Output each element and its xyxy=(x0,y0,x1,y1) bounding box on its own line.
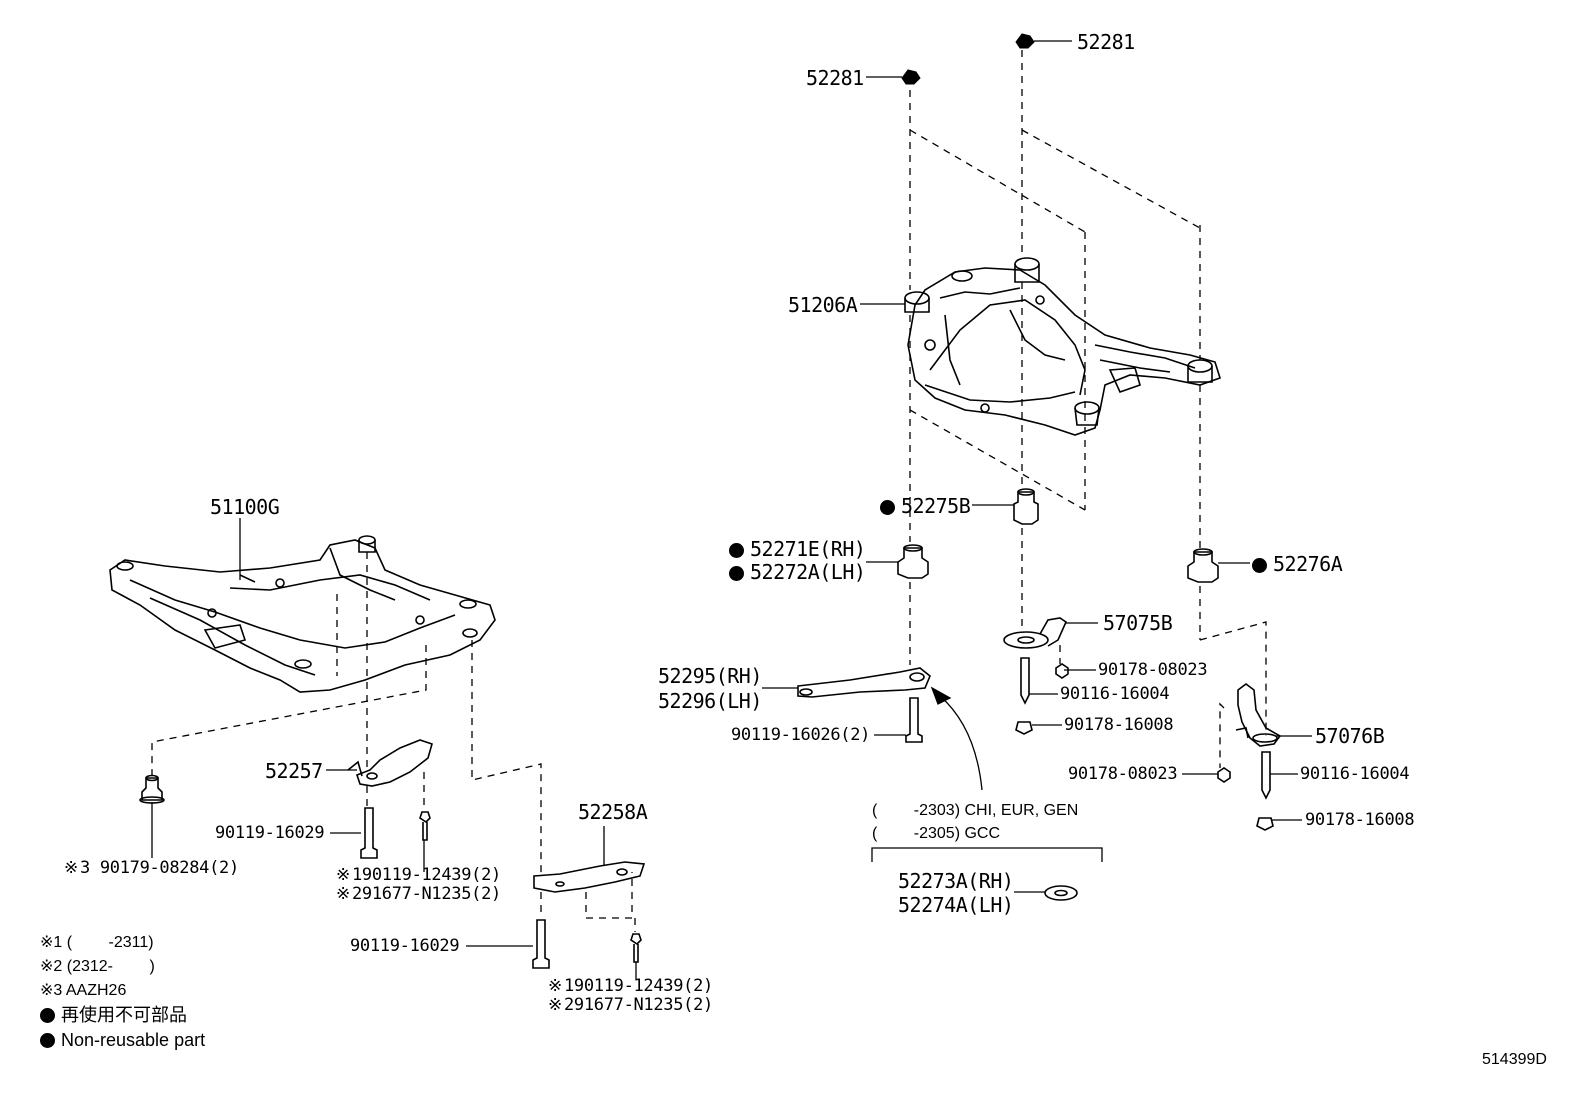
part-label-51100g: 51100G xyxy=(210,495,280,519)
part-label-52281-top: 52281 xyxy=(1077,30,1135,54)
reference-mark: ※ xyxy=(548,995,562,1015)
part-label-51206a: 51206A xyxy=(788,293,858,317)
part-number: 90179-08284(2) xyxy=(99,858,239,878)
bolt-90119-16029-b xyxy=(532,919,550,969)
part-label-52257: 52257 xyxy=(265,759,323,783)
nut-90178-08023-a xyxy=(1055,663,1069,679)
reference-number: 2 xyxy=(563,995,574,1015)
part-number: 90119-12439(2) xyxy=(361,865,501,885)
cushion-52271e xyxy=(897,544,929,579)
part-label-90119-16029-a: 90119-16029 xyxy=(215,823,325,843)
part-label-57075b: 57075B xyxy=(1103,611,1173,635)
nut-90178-16008-b xyxy=(1256,817,1274,831)
dashed-lines xyxy=(151,50,1267,932)
legend-text-en: Non-reusable part xyxy=(61,1030,206,1050)
part-label-90178-16008-a: 90178-16008 xyxy=(1064,715,1174,735)
reference-mark: ※ xyxy=(548,976,562,996)
part-number: 52272A(LH) xyxy=(750,560,866,584)
part-label-52281-left: 52281 xyxy=(806,66,864,90)
non-reusable-mark xyxy=(880,500,895,515)
diagram-id: 514399D xyxy=(1482,1051,1547,1068)
rear-subframe-drawing xyxy=(904,257,1221,436)
part-label-91677-n1235-a: ※291677-N1235(2) xyxy=(336,884,501,904)
applicability-line-2: ( -2305) GCC xyxy=(872,825,1001,842)
part-label-52272a: 52272A(LH) xyxy=(729,560,866,584)
reference-mark: ※ xyxy=(336,884,350,904)
part-label-90119-16029-b: 90119-16029 xyxy=(350,936,460,956)
reference-mark: ※ xyxy=(64,858,78,878)
bolt-90119-16029-a xyxy=(360,807,378,859)
footnote-2: ※2 (2312- ) xyxy=(40,958,155,975)
legend-non-reusable-jp: 再使用不可部品 xyxy=(40,1004,187,1026)
non-reusable-mark xyxy=(729,543,744,558)
bolt-90116-a xyxy=(1020,657,1030,705)
front-subframe-drawing xyxy=(109,535,496,693)
part-label-52258a: 52258A xyxy=(578,800,648,824)
stopper-52281-top xyxy=(1015,33,1035,49)
non-reusable-mark xyxy=(1252,558,1267,573)
legend-non-reusable-en: Non-reusable part xyxy=(40,1029,205,1051)
legend-text-jp: 再使用不可部品 xyxy=(61,1005,187,1025)
part-label-90178-16008-b: 90178-16008 xyxy=(1305,810,1415,830)
part-number: 91677-N1235(2) xyxy=(361,884,501,904)
retainer-57076b xyxy=(1235,683,1282,747)
bracket-52258a xyxy=(533,861,646,893)
part-label-52295: 52295(RH) xyxy=(658,664,762,688)
footnote-1: ※1 ( -2311) xyxy=(40,934,154,951)
reference-number: 3 xyxy=(79,858,90,878)
part-label-52274a: 52274A(LH) xyxy=(898,893,1014,917)
part-number: 90119-12439(2) xyxy=(573,976,713,996)
legend-dot xyxy=(40,1008,55,1023)
part-number: 52276A xyxy=(1273,552,1343,576)
part-label-52273a: 52273A(RH) xyxy=(898,869,1014,893)
part-label-90116-16004-a: 90116-16004 xyxy=(1060,684,1170,704)
part-label-90178-08023-a: 90178-08023 xyxy=(1098,660,1208,680)
part-label-90119-16026: 90119-16026(2) xyxy=(731,725,871,745)
reference-number: 2 xyxy=(351,884,362,904)
part-number: 52271E(RH) xyxy=(750,537,866,561)
reference-number: 1 xyxy=(351,865,362,885)
part-number: 52275B xyxy=(901,494,971,518)
leader-lines xyxy=(151,40,1312,980)
clip-90179-08284 xyxy=(139,774,165,804)
cushion-52275b xyxy=(1013,488,1039,525)
nut-90178-16008-a xyxy=(1015,721,1033,735)
part-label-52275b: 52275B xyxy=(880,494,971,518)
part-label-52296: 52296(LH) xyxy=(658,689,762,713)
stopper-52281-left xyxy=(901,69,921,85)
part-label-91677-n1235-b: ※291677-N1235(2) xyxy=(548,995,713,1015)
non-reusable-mark xyxy=(729,566,744,581)
part-label-90119-12439-a: ※190119-12439(2) xyxy=(336,865,501,885)
cushion-52276a xyxy=(1187,548,1219,583)
part-label-90179-08284: ※3 90179-08284(2) xyxy=(64,858,239,878)
reference-number: 1 xyxy=(563,976,574,996)
part-number: 91677-N1235(2) xyxy=(573,995,713,1015)
bolt-90119-16026 xyxy=(905,697,923,743)
part-label-90116-16004-b: 90116-16004 xyxy=(1300,764,1410,784)
applicability-line-1: ( -2303) CHI, EUR, GEN xyxy=(872,802,1079,819)
reference-mark: ※ xyxy=(336,865,350,885)
bolt-90119-12439-a xyxy=(419,811,431,841)
nut-90178-08023-b xyxy=(1217,767,1231,783)
retainer-57075b xyxy=(1003,617,1068,649)
bolt-90119-12439-b xyxy=(630,933,642,963)
part-label-90178-08023-b: 90178-08023 xyxy=(1068,764,1178,784)
bolt-90116-b xyxy=(1261,751,1271,800)
part-label-90119-12439-b: ※190119-12439(2) xyxy=(548,976,713,996)
part-label-52271e: 52271E(RH) xyxy=(729,537,866,561)
brace-52295 xyxy=(797,667,931,698)
footnote-3: ※3 AAZH26 xyxy=(40,982,127,999)
part-label-52276a: 52276A xyxy=(1252,552,1343,576)
part-label-57076b: 57076B xyxy=(1315,724,1385,748)
bracket-52257 xyxy=(347,739,433,787)
legend-dot xyxy=(40,1033,55,1048)
washer-52273a xyxy=(1044,885,1078,901)
